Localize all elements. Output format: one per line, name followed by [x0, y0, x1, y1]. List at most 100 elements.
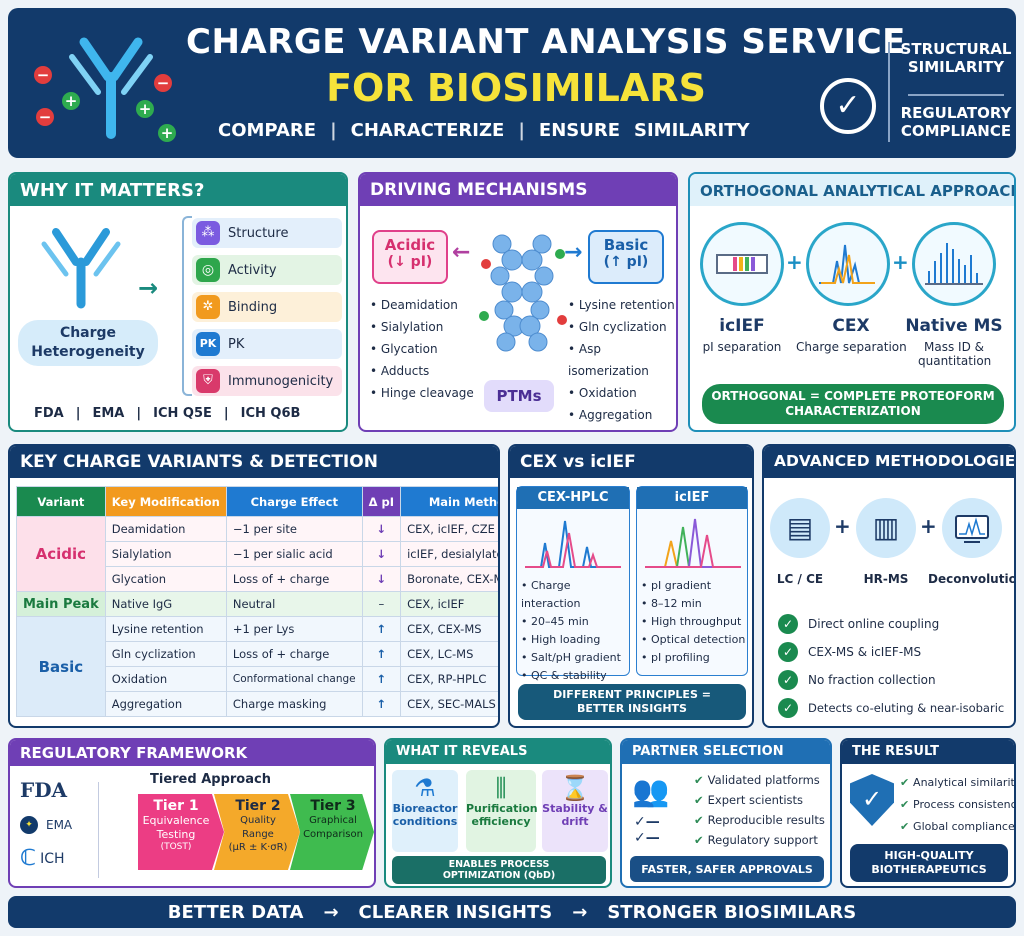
- hr-ms-circle: ▥: [856, 498, 916, 558]
- plus-icon: +: [920, 514, 937, 538]
- tier-note: (TOST): [160, 842, 192, 852]
- lc-ce-circle: ▤: [770, 498, 830, 558]
- arrow-right-icon: →: [572, 901, 588, 923]
- agency-label: FDA: [34, 406, 64, 421]
- icief-feature-list: pI gradient 8–12 min High throughput Opt…: [641, 577, 745, 667]
- reveal-label: Bioreactor conditions: [392, 802, 458, 828]
- approvals-banner: FASTER, SAFER APPROVALS: [630, 856, 824, 882]
- agency-label: EMA: [46, 818, 73, 832]
- table-cell: Sialylation: [104, 541, 227, 567]
- minus-charge-icon: −: [34, 66, 52, 84]
- item-label: Direct online coupling: [808, 617, 940, 631]
- check-circle-icon: ✓: [778, 642, 798, 662]
- variant-group-basic: Basic: [16, 616, 106, 717]
- basic-badge: Basic (↑ pI): [588, 230, 664, 284]
- shield-check-icon: ✓: [850, 774, 894, 826]
- partner-selection-panel: PARTNER SELECTION 👥 ✓—✓— Validated platf…: [620, 738, 832, 888]
- chromatogram-icon: [525, 520, 621, 568]
- list-item: Hinge cleavage: [370, 382, 474, 404]
- table-cell: Gln cyclization: [104, 641, 227, 667]
- agency-label: EMA: [92, 406, 125, 421]
- reveal-label: Purification efficiency: [466, 802, 538, 828]
- antibody-icon: [69, 37, 153, 139]
- table-header-row: Variant Key Modification Charge Effect Δ…: [16, 486, 498, 517]
- table-cell: −1 per site: [225, 516, 363, 542]
- tier-name: Tier 3: [310, 798, 356, 814]
- protein-structure-icon: [479, 234, 567, 352]
- icief-card: icIEF pI gradient 8–12 min High throughp…: [636, 486, 748, 676]
- basic-mechanism-list: Lysine retention Gln cyclization Asp iso…: [568, 294, 676, 426]
- section-title: REGULATORY FRAMEWORK: [10, 740, 374, 766]
- list-item: High loading: [521, 631, 629, 649]
- cex-method-circle: [806, 222, 890, 306]
- table-cell: ↓: [361, 516, 402, 542]
- reveal-item-purification: ⫼ Purification efficiency: [466, 770, 538, 852]
- section-title: PARTNER SELECTION: [622, 740, 830, 764]
- table-row: Acidic Deamidation −1 per site ↓ CEX, ic…: [16, 516, 498, 592]
- bioreactor-icon: ⚗: [414, 774, 436, 802]
- list-item: ✓CEX-MS & icIEF-MS: [778, 638, 1014, 666]
- tier-desc: Quality Range: [240, 815, 276, 840]
- tier-note: (μR ± K·σR): [228, 842, 288, 853]
- table-row: Oxidation Conformational change ↑ CEX, R…: [16, 666, 498, 692]
- table-cell: Loss of + charge: [225, 566, 363, 592]
- plus-charge-icon: +: [62, 92, 80, 110]
- monitor-icon: [955, 515, 989, 543]
- section-title: KEY CHARGE VARIANTS & DETECTION: [10, 446, 498, 478]
- divider: [888, 42, 890, 142]
- ptms-label: PTMs: [484, 380, 554, 412]
- reveal-item-bioreactor: ⚗ Bioreactor conditions: [392, 770, 458, 852]
- list-item: Salt/pH gradient: [521, 649, 629, 667]
- fda-logo: FDA: [20, 778, 68, 802]
- tagline-item: CHARACTERIZE: [350, 120, 505, 141]
- table-cell: ↑: [361, 666, 402, 692]
- impact-item-structure: ⁂Structure: [192, 218, 342, 248]
- plus-icon: +: [786, 250, 803, 274]
- icief-method-circle: [700, 222, 784, 306]
- plus-icon: +: [834, 514, 851, 538]
- table-cell: ↑: [361, 691, 402, 717]
- arrow-icon: →: [138, 274, 159, 302]
- section-title: DRIVING MECHANISMS: [360, 174, 676, 206]
- target-icon: ◎: [196, 258, 220, 282]
- list-item: Lysine retention: [568, 294, 676, 316]
- table-cell: ↓: [361, 566, 402, 592]
- table-cell: icIEF, desialylated-icIEF: [400, 541, 498, 567]
- table-cell: Loss of + charge: [225, 641, 363, 667]
- impact-label: PK: [228, 336, 245, 352]
- method-name: Native MS: [905, 316, 1003, 336]
- tagline: COMPARE| CHARACTERIZE| ENSURE SIMILARITY: [218, 120, 750, 141]
- check-circle-icon: ✓: [778, 670, 798, 690]
- binding-icon: ✲: [196, 295, 220, 319]
- header-banner: − + − − + + CHARGE VARIANT ANALYSIS SERV…: [8, 8, 1016, 158]
- arrow-left-icon: ←: [452, 240, 471, 265]
- table-cell: ↓: [361, 541, 402, 567]
- tool-label: HR-MS: [863, 572, 909, 586]
- list-item: Validated platforms: [694, 770, 825, 790]
- agency-row: FDA| EMA| ICH Q5E| ICH Q6B: [34, 406, 301, 421]
- list-item: Regulatory support: [694, 830, 825, 850]
- tier-2: Tier 2 Quality Range (μR ± K·σR): [214, 794, 300, 870]
- acidic-badge: Acidic (↓ pI): [372, 230, 448, 284]
- list-item: pI gradient: [641, 577, 745, 595]
- tier-3: Tier 3 Graphical Comparison: [290, 794, 374, 870]
- agency-label: ICH Q5E: [153, 406, 212, 421]
- mass-spectrum-icon: [925, 243, 983, 285]
- card-title: icIEF: [637, 487, 747, 509]
- regulatory-framework-panel: REGULATORY FRAMEWORK FDA ✦ EMA ℂ ICH Tie…: [8, 738, 376, 888]
- impact-item-pk: PK PK: [192, 329, 342, 359]
- pk-icon: PK: [196, 332, 220, 356]
- section-title: CEX vs icIEF: [510, 446, 752, 478]
- arrow-right-icon: →: [323, 901, 339, 923]
- impact-item-activity: ◎Activity: [192, 255, 342, 285]
- arrow-right-icon: →: [564, 240, 583, 265]
- item-label: No fraction collection: [808, 673, 936, 687]
- table-cell: Native IgG: [104, 591, 227, 617]
- table-cell: CEX, CEX-MS: [400, 616, 498, 642]
- purification-column-icon: ⫼: [495, 774, 507, 802]
- result-list: Analytical similarity Process consistenc…: [900, 772, 1014, 838]
- footer-item: BETTER DATA: [167, 901, 304, 923]
- list-item: Aggregation: [568, 404, 676, 426]
- table-cell: CEX, icIEF, CZE: [400, 516, 498, 542]
- tagline-item: SIMILARITY: [634, 120, 750, 141]
